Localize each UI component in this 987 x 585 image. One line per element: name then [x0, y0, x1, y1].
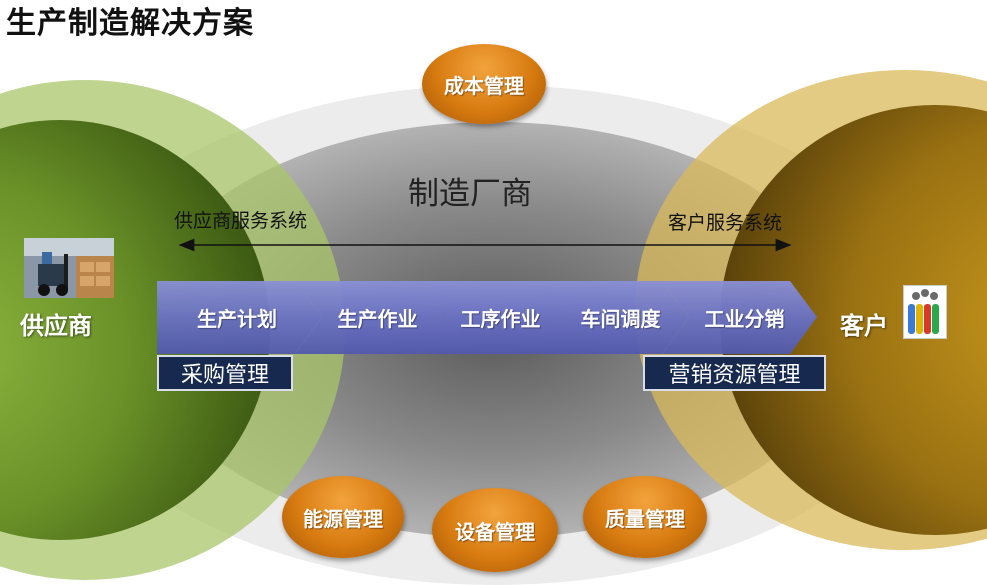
- process-step-label: 生产计划: [197, 306, 277, 331]
- process-step-5: 工业分销: [672, 280, 817, 354]
- people-icon: [903, 285, 947, 339]
- marketing-resource-box: 营销资源管理: [643, 355, 826, 391]
- process-step-label: 工序作业: [460, 306, 541, 331]
- chevron-shape-3: [418, 281, 567, 354]
- chevron-shape-1: [157, 281, 322, 354]
- process-step-3: 工序作业: [428, 280, 573, 354]
- process-step-2: 生产作业: [305, 280, 450, 354]
- supplier-system-label: 供应商服务系统: [174, 210, 308, 232]
- quality-management-bubble: 质量管理: [583, 476, 707, 558]
- chevron-shape-2: [295, 281, 445, 354]
- forklift-image: [24, 238, 114, 298]
- process-step-label: 工业分销: [704, 306, 785, 331]
- chevron-shape-5: [662, 281, 817, 354]
- equipment-management-bubble: 设备管理: [432, 488, 558, 572]
- supplier-circle: [0, 120, 270, 540]
- supplier-label: 供应商: [20, 312, 92, 340]
- customer-circle: [720, 105, 987, 535]
- energy-management-bubble: 能源管理: [282, 476, 404, 558]
- process-step-label: 生产作业: [337, 306, 418, 331]
- manufacturer-label: 制造厂商: [408, 176, 532, 212]
- procurement-box: 采购管理: [157, 355, 293, 391]
- process-step-4: 车间调度: [548, 280, 693, 354]
- process-step-label: 车间调度: [580, 306, 661, 331]
- customer-label: 客户: [840, 312, 888, 340]
- page-title: 生产制造解决方案: [6, 6, 254, 41]
- cost-management-bubble: 成本管理: [422, 44, 546, 124]
- process-step-1: 生产计划: [157, 280, 317, 354]
- chevron-shape-4: [540, 281, 689, 354]
- customer-system-label: 客户服务系统: [668, 212, 783, 234]
